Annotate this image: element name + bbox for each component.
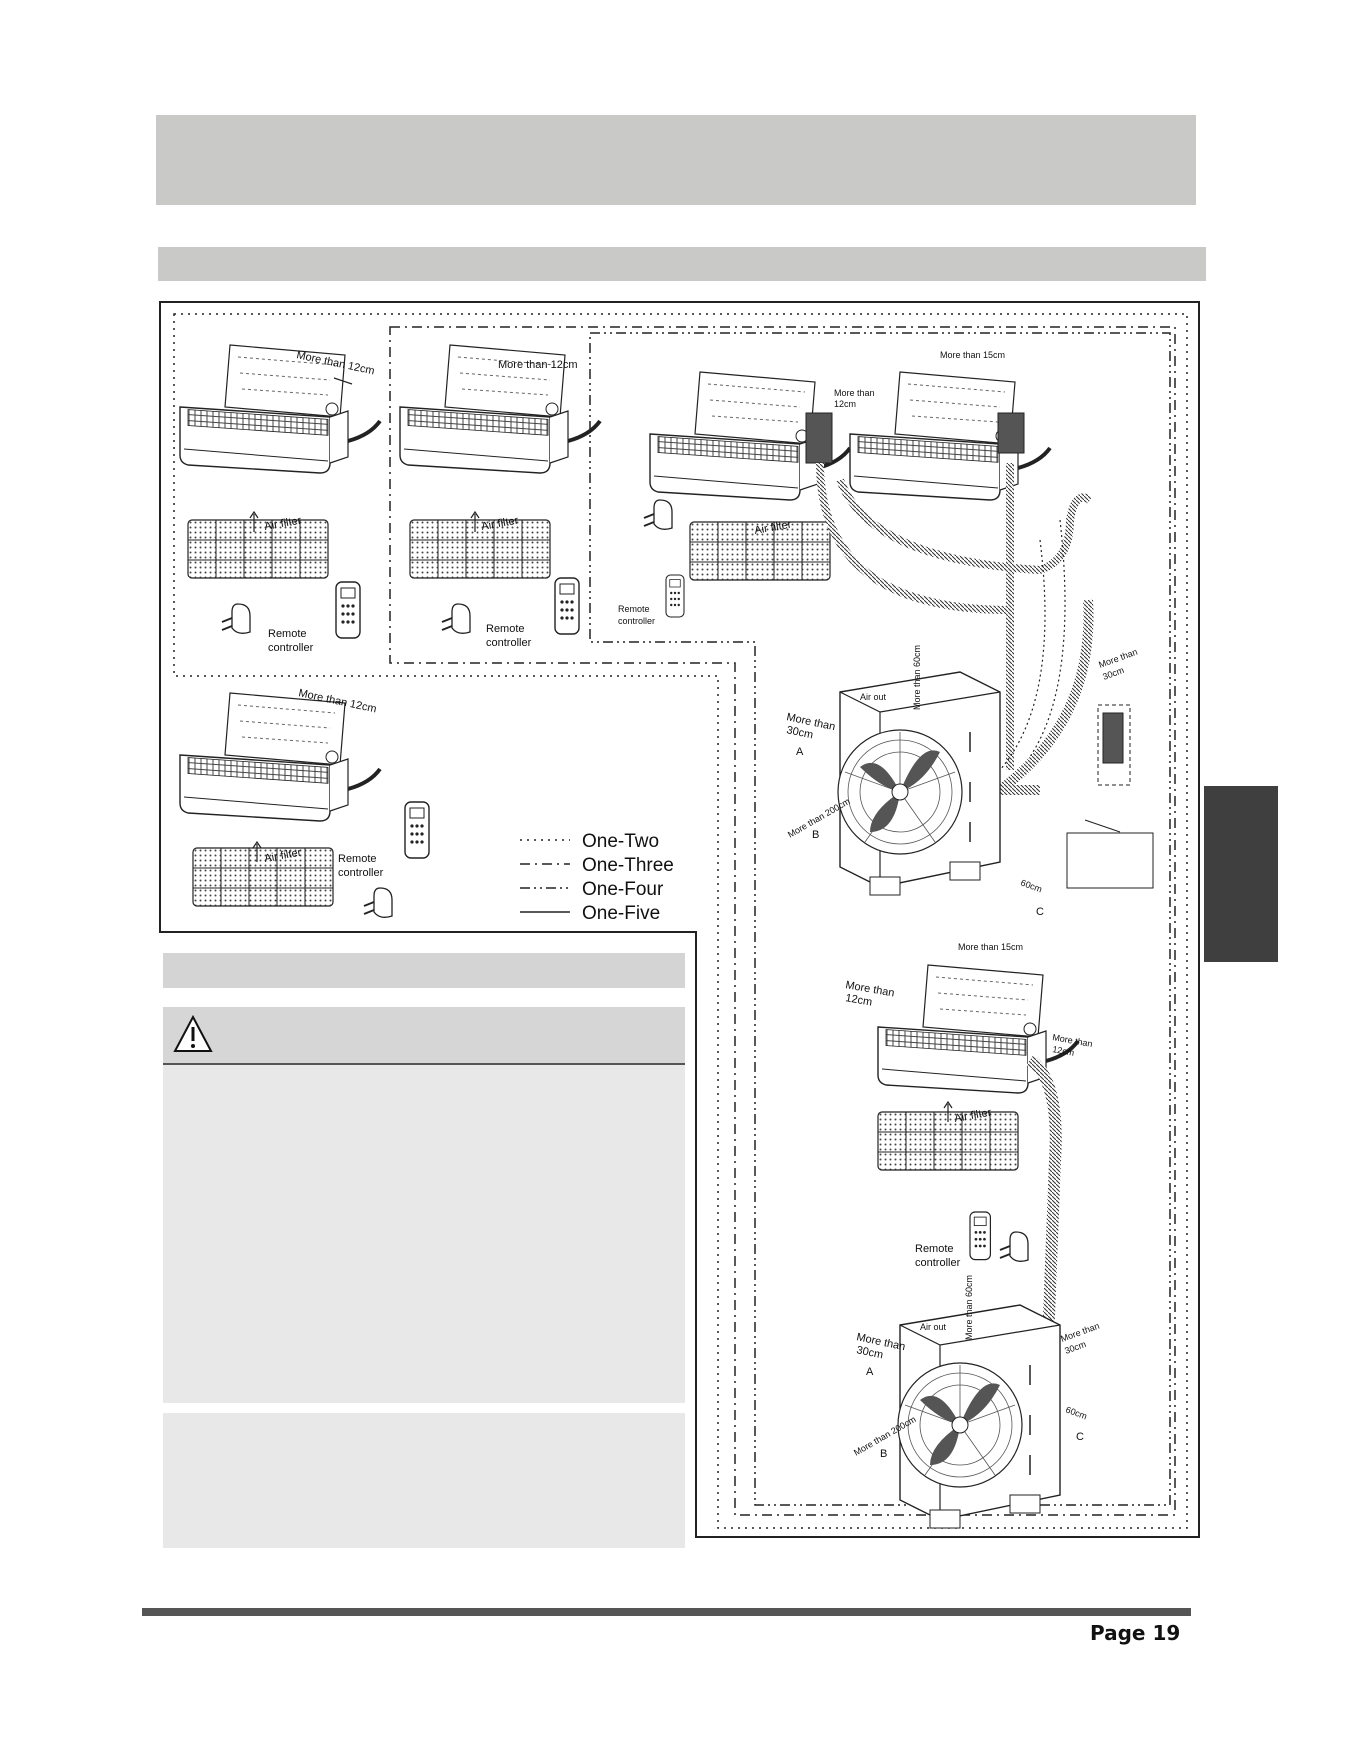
page-number: Page 19 (1090, 1621, 1181, 1645)
holder-1 (221, 603, 251, 635)
caution-body (163, 1065, 685, 1403)
leader-box (1084, 819, 1121, 833)
note-body (163, 1413, 685, 1548)
label-more-than-15cm-6: More than 15cm (958, 942, 1023, 952)
remote-2 (554, 577, 580, 635)
label-remote-2: Remote (486, 623, 525, 635)
header-bar (156, 115, 1196, 205)
diagram-border (159, 301, 1200, 1538)
indoor-unit-5 (178, 691, 382, 823)
legend: One-Two One-Three One-Four One-Five (520, 831, 674, 924)
label-controller-5: controller (338, 867, 384, 879)
wall-box-3 (1102, 712, 1124, 764)
outdoor-unit-2 (897, 1304, 1061, 1529)
remote-3 (665, 574, 685, 618)
label-air-out-2: Air out (920, 1322, 947, 1332)
label-controller-2: controller (486, 637, 532, 649)
label-more-than-60cm-2: More than 60cm (964, 1275, 974, 1340)
label-more-than-3: More than (834, 388, 875, 398)
section-bar (158, 247, 1206, 281)
label-a-1: A (796, 746, 804, 758)
label-more-than-15cm-4: More than 15cm (940, 350, 1005, 360)
label-b-2: B (880, 1448, 887, 1460)
pipe-bundle-2 (999, 519, 1066, 771)
label-controller-6: controller (915, 1257, 961, 1269)
remote-6 (969, 1211, 991, 1261)
filter-1 (187, 519, 329, 579)
filter-5 (192, 847, 334, 907)
wall-box-2 (997, 412, 1025, 454)
label-60cm-1: 60cm (1019, 877, 1043, 894)
label-more-than-60cm-1: More than 60cm (912, 645, 922, 710)
legend-label-one-three: One-Three (582, 855, 674, 876)
label-more-than-12cm-2: More than 12cm (498, 359, 577, 371)
label-30cm-a1: 30cm (785, 724, 814, 741)
wall-box-1 (805, 412, 833, 464)
label-a-2: A (866, 1366, 874, 1378)
filter-2 (409, 519, 551, 579)
label-30cm-a2: 30cm (855, 1344, 884, 1361)
arrow-filter-5 (252, 840, 262, 862)
label-b-1: B (812, 829, 819, 841)
arrow-1 (333, 377, 353, 385)
label-12cm-3: 12cm (834, 399, 856, 409)
legend-label-one-two: One-Two (582, 831, 659, 852)
label-60cm-2: 60cm (1064, 1404, 1088, 1421)
holder-6 (999, 1231, 1029, 1263)
footer-rule (142, 1608, 1191, 1616)
legend-label-one-five: One-Five (582, 903, 660, 924)
label-air-out-1: Air out (860, 692, 887, 702)
legend-label-one-four: One-Four (582, 879, 664, 900)
boundary-one-three (389, 326, 1176, 1516)
label-remote-1: Remote (268, 628, 307, 640)
remote-5 (404, 801, 430, 859)
boundary-one-four (589, 332, 1171, 1506)
label-c-1: C (1036, 906, 1044, 918)
label-controller-1: controller (268, 642, 314, 654)
remote-1 (335, 581, 361, 639)
label-c-2: C (1076, 1431, 1084, 1443)
wall-box-3-frame (1097, 704, 1131, 786)
label-remote-5: Remote (338, 853, 377, 865)
label-12cm-6: 12cm (844, 992, 873, 1008)
holder-5 (363, 887, 393, 919)
label-box (1066, 832, 1154, 889)
label-12cm-6b: 12cm (1052, 1044, 1075, 1058)
pipe-bundle-3 (984, 599, 1094, 795)
warning-icon (173, 1015, 213, 1052)
holder-3 (643, 499, 673, 531)
boundary-one-two (173, 313, 1188, 1529)
subsection-bar (163, 953, 685, 988)
pipe-bundle-6 (1026, 1055, 1062, 1421)
label-remote-3: Remote (618, 604, 650, 614)
arrow-filter-6 (943, 1100, 953, 1122)
pipe-bundle-1 (816, 462, 1093, 770)
side-tab (1204, 786, 1278, 962)
arrow-filter-2 (470, 510, 480, 532)
holder-2 (441, 603, 471, 635)
label-controller-3: controller (618, 616, 655, 626)
label-remote-6: Remote (915, 1243, 954, 1255)
arrow-filter-1 (249, 510, 259, 532)
caution-bar (163, 1007, 685, 1065)
